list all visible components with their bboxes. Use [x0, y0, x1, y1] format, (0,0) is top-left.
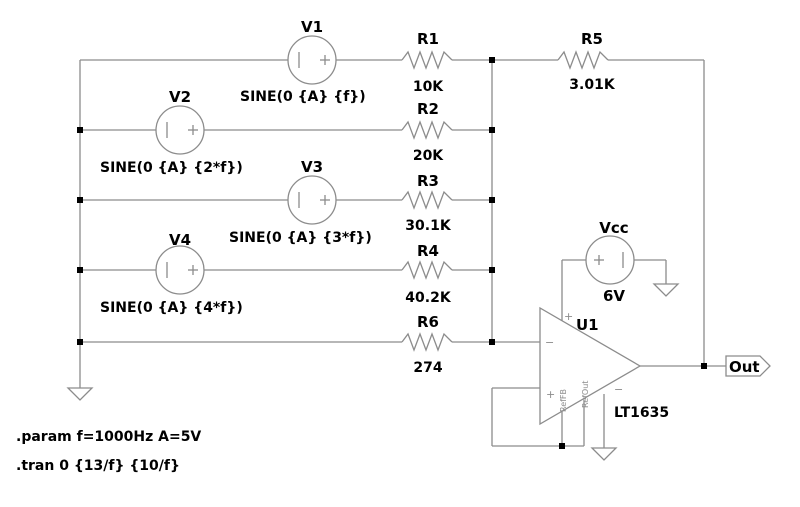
label-r3-value: 30.1K: [405, 218, 452, 234]
label-r6-ref: R6: [417, 313, 439, 331]
label-vcc-ref: Vcc: [599, 219, 628, 237]
resistor-r3[interactable]: [401, 190, 453, 210]
label-v1-value: SINE(0 {A} {f}): [240, 89, 366, 105]
label-v4-ref: V4: [169, 231, 191, 249]
label-u1-ref: U1: [576, 316, 599, 334]
source-v4[interactable]: [155, 245, 205, 295]
label-r4-value: 40.2K: [405, 290, 452, 306]
label-r5-value: 3.01K: [569, 77, 616, 93]
source-v1[interactable]: [287, 35, 337, 85]
label-r5-ref: R5: [581, 30, 603, 48]
spice-directive-param[interactable]: .param f=1000Hz A=5V: [16, 429, 201, 445]
pin-label-refout: RefOut: [581, 381, 590, 408]
ground-symbol-vcc: [652, 283, 680, 297]
opamp-vminus-sign: −: [614, 383, 623, 396]
opamp-inverting-sign: −: [545, 336, 554, 349]
ground-symbol-opamp: [590, 447, 618, 461]
label-r6-value: 274: [413, 360, 442, 376]
label-u1-model: LT1635: [614, 405, 669, 421]
resistor-r4[interactable]: [401, 260, 453, 280]
resistor-r1[interactable]: [401, 50, 453, 70]
source-v3[interactable]: [287, 175, 337, 225]
opamp-noninverting-sign: +: [546, 388, 555, 401]
source-v2[interactable]: [155, 105, 205, 155]
label-v2-value: SINE(0 {A} {2*f}): [100, 160, 243, 176]
label-r1-ref: R1: [417, 30, 439, 48]
label-v3-value: SINE(0 {A} {3*f}): [229, 230, 372, 246]
output-port-out[interactable]: Out: [725, 355, 771, 377]
resistor-r2[interactable]: [401, 120, 453, 140]
label-r4-ref: R4: [417, 242, 439, 260]
source-vcc[interactable]: [585, 235, 635, 285]
junctions: [77, 57, 707, 449]
resistor-r6[interactable]: [401, 332, 453, 352]
label-r2-value: 20K: [413, 148, 444, 164]
wires: [79, 59, 726, 448]
output-port-label: Out: [729, 358, 760, 376]
opamp-vplus-sign: +: [564, 310, 573, 323]
label-r2-ref: R2: [417, 100, 439, 118]
label-v4-value: SINE(0 {A} {4*f}): [100, 300, 243, 316]
opamp-u1[interactable]: − + − + RefFB RefOut: [539, 306, 642, 426]
label-r3-ref: R3: [417, 172, 439, 190]
label-r1-value: 10K: [413, 79, 444, 95]
label-v3-ref: V3: [301, 158, 323, 176]
resistor-r5[interactable]: [557, 50, 609, 70]
pin-label-reffb: RefFB: [559, 389, 568, 412]
label-v2-ref: V2: [169, 88, 191, 106]
label-v1-ref: V1: [301, 18, 323, 36]
spice-directive-tran[interactable]: .tran 0 {13/f} {10/f}: [16, 458, 180, 474]
label-vcc-value: 6V: [603, 287, 625, 305]
ground-symbol-left: [66, 387, 94, 401]
